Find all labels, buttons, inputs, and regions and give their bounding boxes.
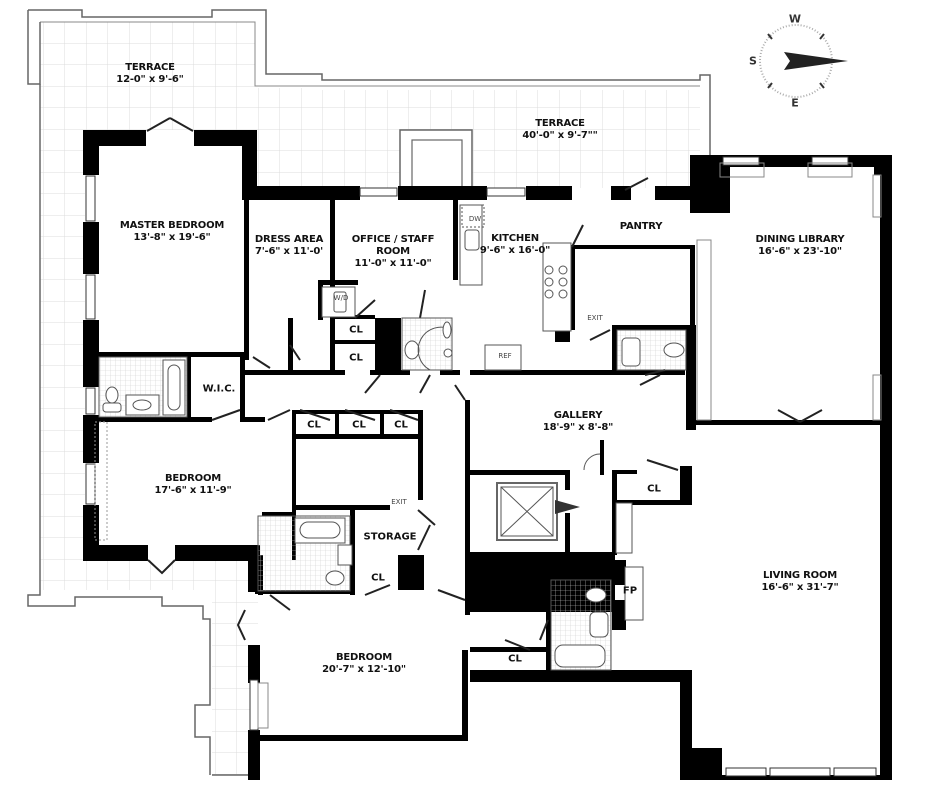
room-name: LIVING ROOM bbox=[762, 570, 838, 581]
room-dimensions: 16'-6" x 31'-7" bbox=[761, 582, 839, 593]
label-wd: W/D bbox=[333, 294, 349, 302]
room-name: DRESS AREA bbox=[254, 234, 324, 245]
compass-icon bbox=[759, 24, 848, 98]
elevator-arrow-icon bbox=[555, 500, 580, 514]
room-name: BEDROOM bbox=[164, 473, 222, 484]
label-ref: REF bbox=[498, 352, 512, 360]
room-name: OFFICE / STAFF ROOM bbox=[351, 234, 435, 257]
room-dimensions: 16'-6" x 23'-10" bbox=[758, 246, 842, 257]
room-name: TERRACE bbox=[125, 62, 175, 73]
label-cl-hall-2: CL bbox=[352, 419, 366, 431]
room-name: TERRACE bbox=[535, 118, 585, 129]
compass-east-label: E bbox=[791, 96, 799, 110]
label-cl-hall-3: CL bbox=[394, 419, 408, 431]
label-dw: DW bbox=[468, 215, 482, 223]
room-dimensions: 18'-9" x 8'-8" bbox=[542, 422, 614, 433]
label-cl-hall-1: CL bbox=[307, 419, 321, 431]
label-fp: FP bbox=[622, 585, 638, 597]
windows bbox=[85, 156, 877, 777]
room-dimensions: 40'-0" x 9'-7"" bbox=[522, 130, 598, 141]
door-swings bbox=[146, 117, 823, 651]
room-name: PANTRY bbox=[619, 221, 663, 232]
room-label-pantry: PANTRY bbox=[620, 221, 663, 233]
room-name: BEDROOM bbox=[335, 652, 393, 663]
room-dimensions: 11'-0" x 11'-0" bbox=[354, 258, 432, 269]
room-dimensions: 20'-7" x 12'-10" bbox=[322, 664, 406, 675]
room-dimensions: 7'-6" x 11'-0' bbox=[254, 246, 324, 257]
label-cl-office-2: CL bbox=[349, 352, 363, 364]
compass-west-label: W bbox=[788, 12, 802, 26]
room-dimensions: 9'-6" x 16'-0" bbox=[479, 245, 551, 256]
label-cl-storage: CL bbox=[371, 572, 385, 584]
label-cl-bedroom-3: CL bbox=[508, 653, 522, 665]
room-dimensions: 13'-8" x 19'-6" bbox=[133, 232, 211, 243]
fixtures bbox=[94, 162, 882, 729]
room-name: KITCHEN bbox=[491, 233, 539, 244]
label-cl-office-1: CL bbox=[349, 324, 363, 336]
label-exit-2: EXIT bbox=[587, 314, 603, 322]
label-exit-1: EXIT bbox=[391, 498, 407, 506]
room-name: MASTER BEDROOM bbox=[119, 220, 225, 231]
label-storage: STORAGE bbox=[363, 531, 417, 543]
compass-south-label: S bbox=[749, 54, 757, 68]
room-dimensions: 17'-6" x 11'-9" bbox=[154, 485, 232, 496]
room-dimensions: 12-0" x 9'-6" bbox=[116, 74, 184, 85]
room-name: GALLERY bbox=[553, 410, 603, 421]
room-name: DINING LIBRARY bbox=[755, 234, 845, 245]
label-cl-gallery: CL bbox=[647, 483, 661, 495]
label-wic: W.I.C. bbox=[202, 383, 236, 395]
